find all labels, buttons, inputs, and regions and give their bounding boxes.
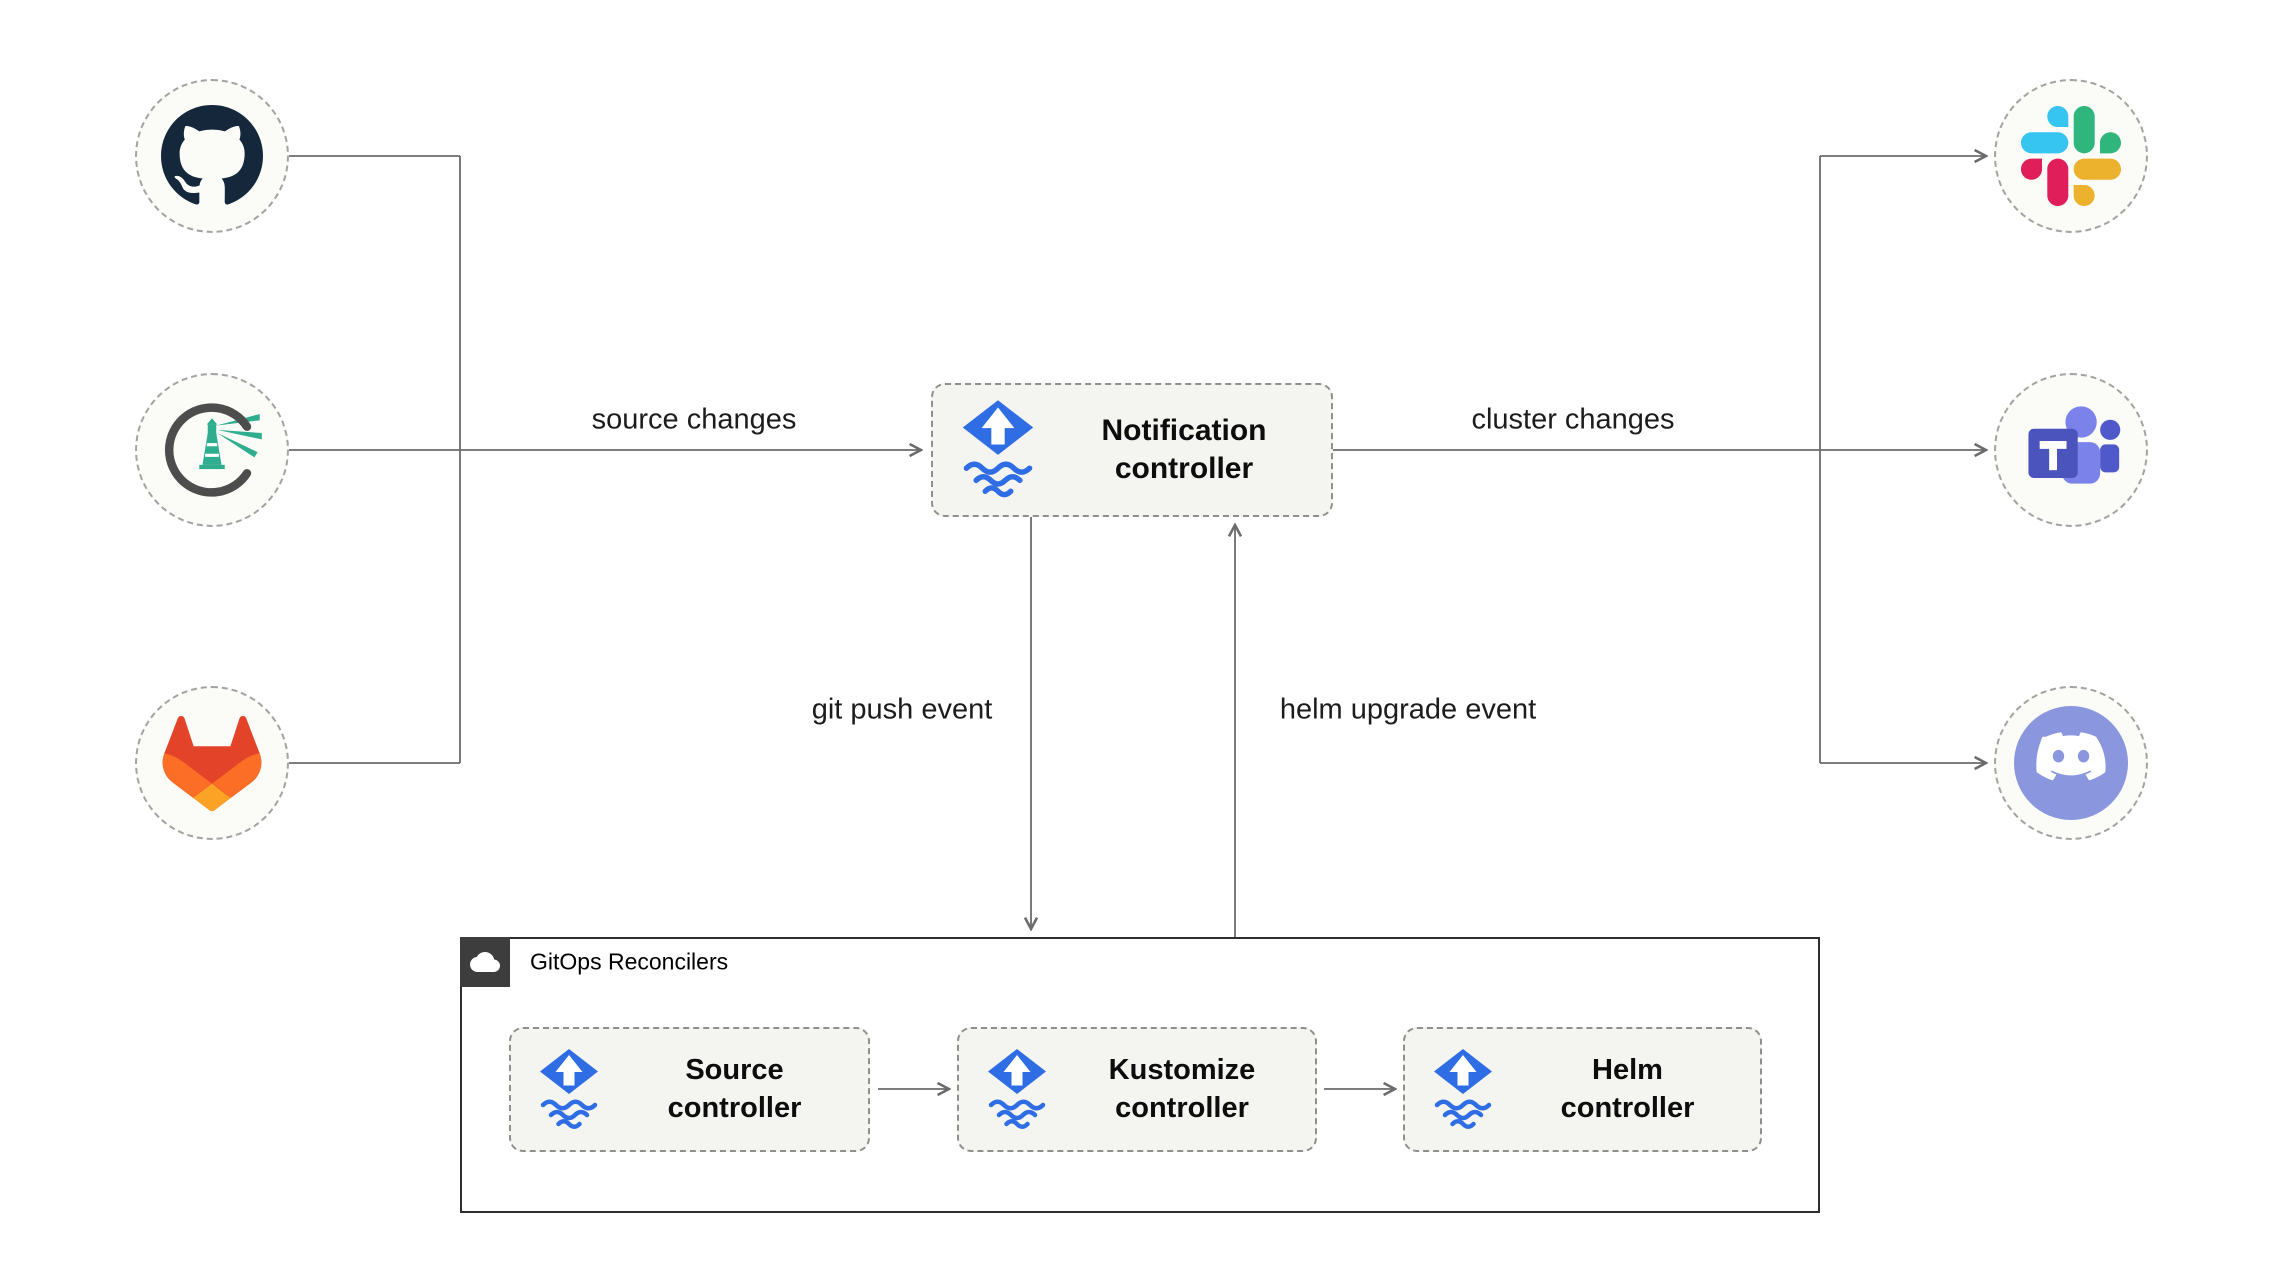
- flux-icon: [985, 1048, 1049, 1132]
- cloud-icon: [470, 952, 500, 972]
- source-controller-node: Source controller: [509, 1027, 870, 1152]
- edge-label-git-push-event: git push event: [811, 693, 993, 726]
- notification-controller-label: Notification controller: [1101, 413, 1267, 485]
- slack-node: [1994, 79, 2148, 233]
- github-node: [135, 79, 289, 233]
- gitops-reconcilers-title: GitOps Reconcilers: [530, 948, 729, 975]
- github-icon: [161, 105, 263, 205]
- flux-icon: [1431, 1048, 1495, 1132]
- edge-label-cluster-changes: cluster changes: [1471, 403, 1675, 436]
- gitlab-node: [135, 686, 289, 840]
- harbor-icon: [164, 403, 262, 497]
- gitops-reconcilers-container: [460, 937, 1820, 1213]
- source-controller-label: Source controller: [667, 1054, 802, 1124]
- edge-label-source-changes: source changes: [591, 403, 797, 436]
- edge-label-helm-upgrade-event: helm upgrade event: [1279, 693, 1537, 726]
- helm-controller-label: Helm controller: [1560, 1054, 1695, 1124]
- discord-node: [1994, 686, 2148, 840]
- slack-icon: [2021, 106, 2121, 206]
- microsoft-teams-icon: [2028, 406, 2121, 484]
- notification-controller-node: Notification controller: [931, 383, 1333, 517]
- teams-node: [1994, 373, 2148, 527]
- discord-icon: [2014, 706, 2128, 820]
- flux-icon: [959, 399, 1037, 501]
- kustomize-controller-node: Kustomize controller: [957, 1027, 1317, 1152]
- kustomize-controller-label: Kustomize controller: [1108, 1054, 1256, 1124]
- gitlab-icon: [162, 715, 262, 811]
- helm-controller-node: Helm controller: [1403, 1027, 1762, 1152]
- harbor-node: [135, 373, 289, 527]
- flux-icon: [537, 1048, 601, 1132]
- cloud-badge: [460, 937, 510, 987]
